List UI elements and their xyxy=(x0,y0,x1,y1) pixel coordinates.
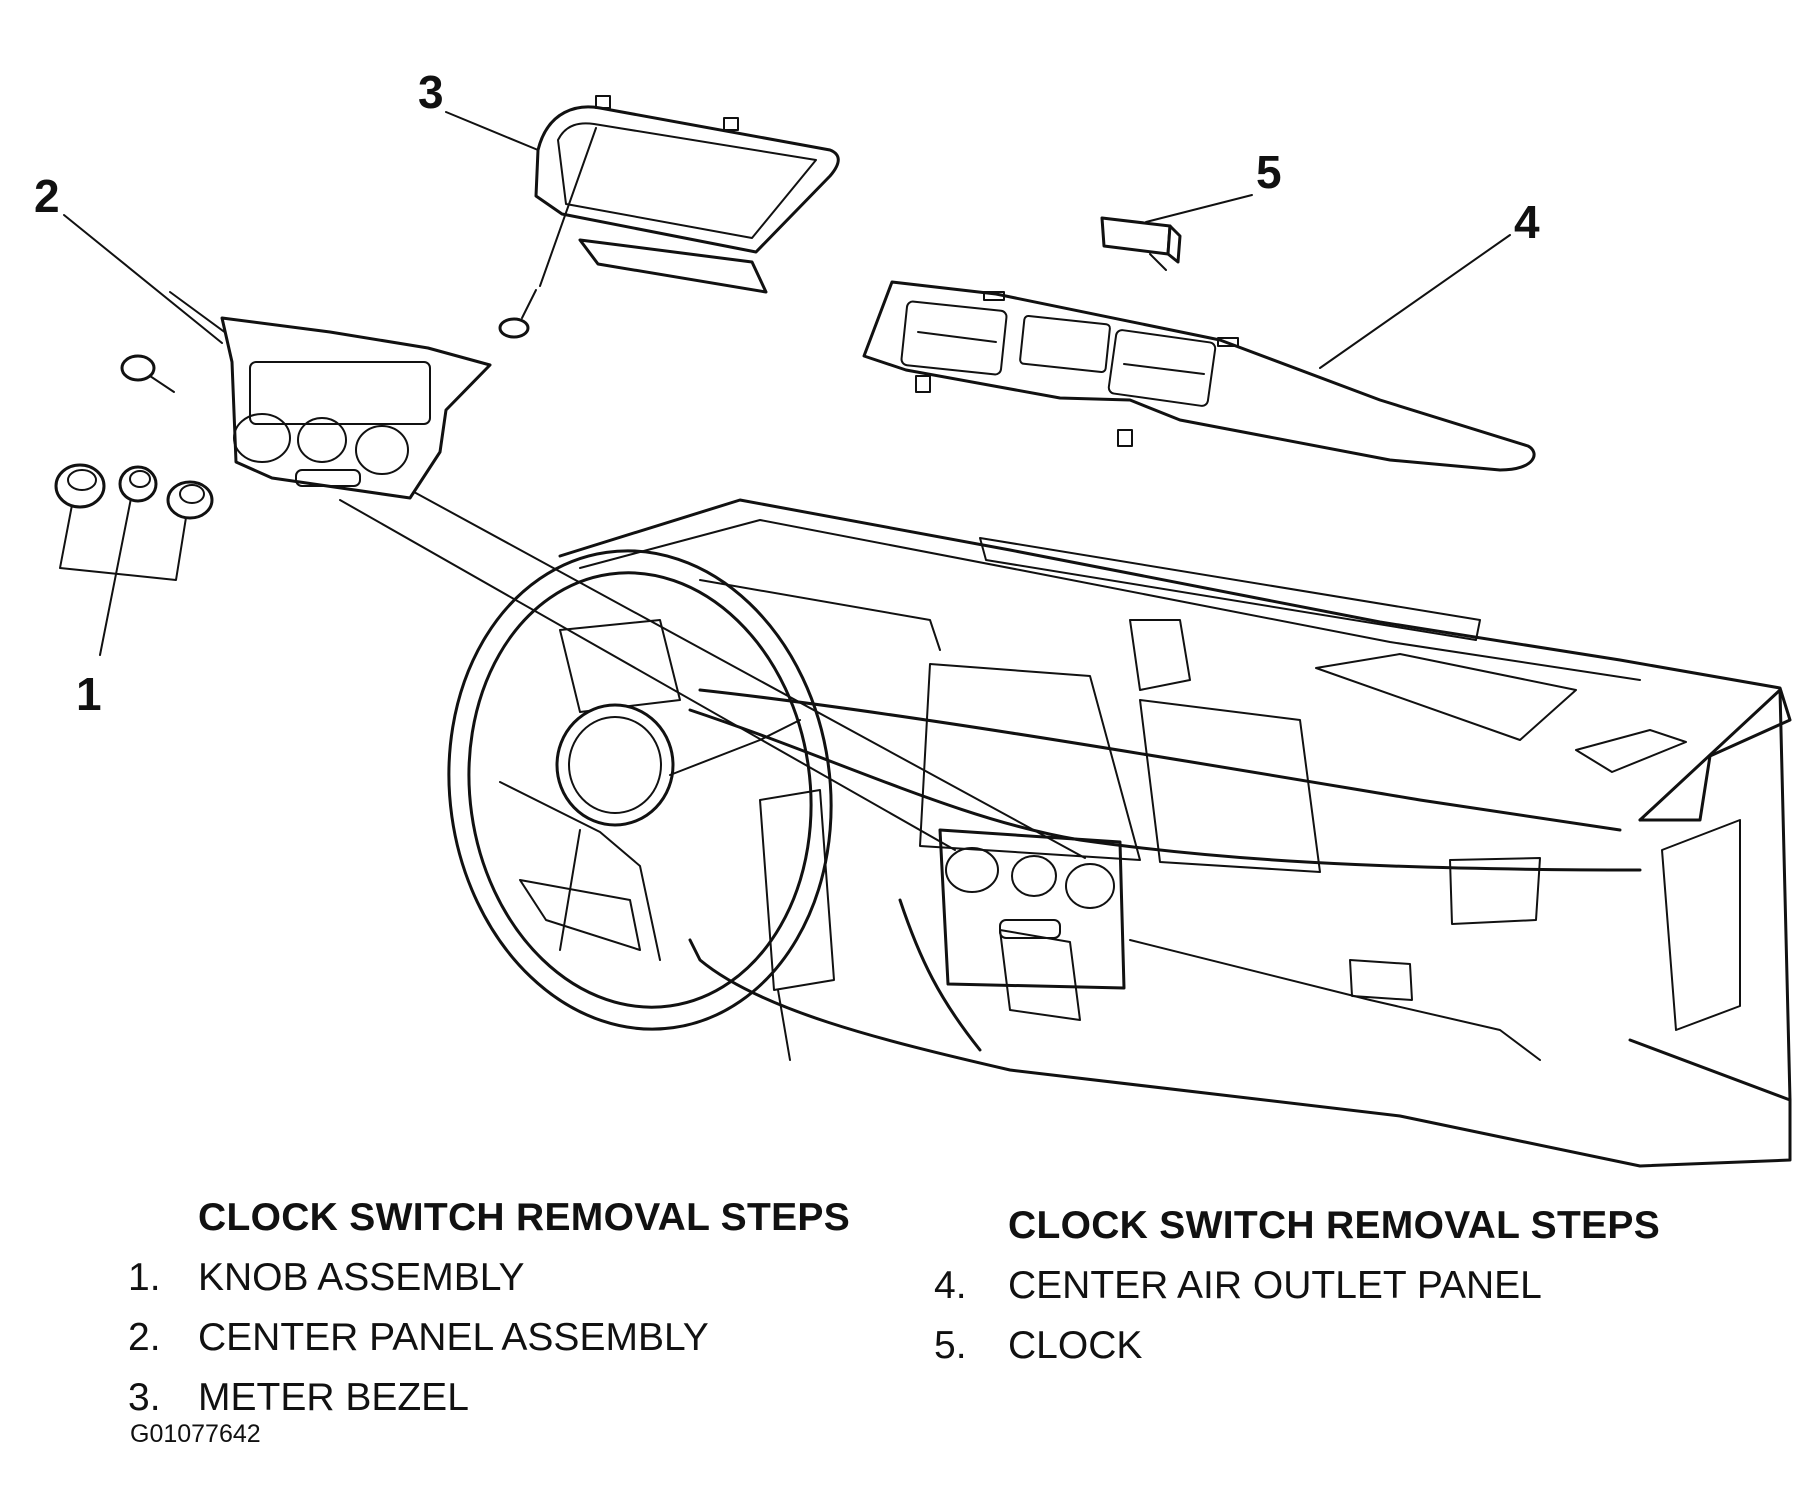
callout-5: 5 xyxy=(1256,146,1282,198)
center-air-outlet-panel-part xyxy=(862,280,1536,472)
dashboard-assembly xyxy=(447,498,1792,1168)
callout-3: 3 xyxy=(418,66,444,118)
callout-4: 4 xyxy=(1514,196,1540,248)
steps-heading-left: CLOCK SWITCH REMOVAL STEPS xyxy=(198,1196,851,1239)
step-number: 3. xyxy=(128,1376,161,1419)
center-panel-assembly-part xyxy=(120,316,492,500)
step-item: 5. CLOCK xyxy=(934,1324,1660,1368)
callout-1: 1 xyxy=(76,668,102,720)
step-item: 2. CENTER PANEL ASSEMBLY xyxy=(128,1316,850,1360)
step-label: CLOCK xyxy=(1008,1324,1143,1367)
step-number: 2. xyxy=(128,1316,161,1359)
step-number: 1. xyxy=(128,1256,161,1299)
step-label: CENTER AIR OUTLET PANEL xyxy=(1008,1264,1542,1307)
step-number: 4. xyxy=(934,1264,967,1307)
step-item: 4. CENTER AIR OUTLET PANEL xyxy=(934,1264,1660,1308)
step-item: 1. KNOB ASSEMBLY xyxy=(128,1256,850,1300)
step-number: 5. xyxy=(934,1324,967,1367)
removal-steps-list-left: CLOCK SWITCH REMOVAL STEPS 1. KNOB ASSEM… xyxy=(128,1196,850,1420)
removal-steps-list-right: CLOCK SWITCH REMOVAL STEPS 4. CENTER AIR… xyxy=(934,1204,1660,1368)
steps-heading-right: CLOCK SWITCH REMOVAL STEPS xyxy=(1008,1204,1661,1247)
callout-2: 2 xyxy=(34,170,60,222)
clock-part xyxy=(1100,216,1182,271)
knob-assembly-part xyxy=(54,463,214,520)
step-label: METER BEZEL xyxy=(198,1376,469,1419)
step-item: 3. METER BEZEL xyxy=(128,1376,850,1420)
figure-code: G01077642 xyxy=(130,1420,261,1448)
leader-lines xyxy=(59,111,1511,859)
step-label: KNOB ASSEMBLY xyxy=(198,1256,525,1299)
meter-bezel-part xyxy=(498,95,840,339)
step-label: CENTER PANEL ASSEMBLY xyxy=(198,1316,709,1359)
